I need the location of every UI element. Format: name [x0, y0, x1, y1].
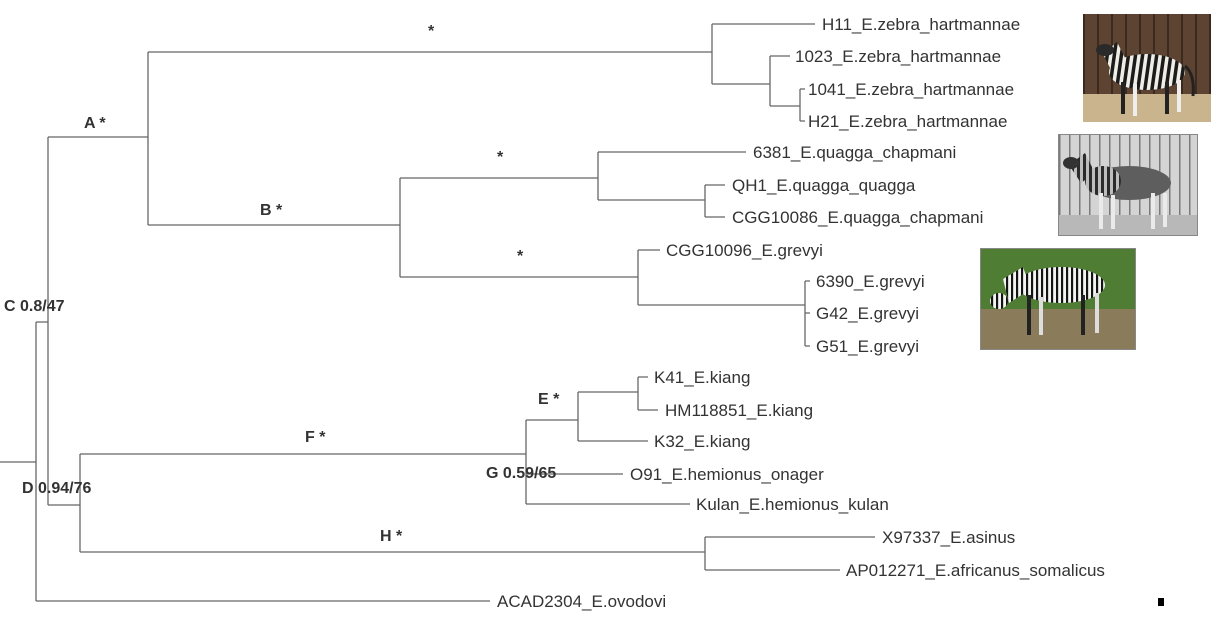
leaf-kulan: Kulan_E.hemionus_kulan — [696, 495, 889, 514]
leaf-1041: 1041_E.zebra_hartmannae — [808, 80, 1014, 99]
node-g-label: G 0.59/65 — [486, 465, 556, 482]
tree-branches — [0, 23, 875, 602]
node-b-label: B * — [260, 202, 283, 219]
node-grevyi-support: * — [517, 248, 524, 265]
node-labels: A * B * C 0.8/47 D 0.94/76 E * F * G 0.5… — [4, 23, 560, 545]
node-f-label: F * — [305, 429, 326, 446]
scale-marker — [1158, 598, 1164, 606]
node-a-label: A * — [84, 115, 106, 132]
leaf-cgg10086: CGG10086_E.quagga_chapmani — [732, 208, 983, 227]
leaf-h11: H11_E.zebra_hartmannae — [822, 15, 1020, 34]
leaf-6390: 6390_E.grevyi — [816, 272, 925, 291]
node-d-label: D 0.94/76 — [22, 480, 91, 497]
node-quagga-support: * — [497, 149, 504, 166]
leaf-k32: K32_E.kiang — [654, 432, 750, 451]
leaf-k41: K41_E.kiang — [654, 368, 750, 387]
leaf-g51: G51_E.grevyi — [816, 337, 919, 356]
leaf-acad2304: ACAD2304_E.ovodovi — [497, 592, 666, 611]
leaf-1023: 1023_E.zebra_hartmannae — [795, 47, 1001, 66]
leaf-o91: O91_E.hemionus_onager — [630, 465, 824, 484]
mountain-zebra-photo — [1083, 14, 1211, 122]
quagga-photo — [1058, 134, 1198, 236]
leaf-ap012271: AP012271_E.africanus_somalicus — [846, 561, 1105, 580]
leaf-cgg10096: CGG10096_E.grevyi — [666, 241, 823, 260]
node-h-label: H * — [380, 528, 403, 545]
node-e-label: E * — [538, 391, 560, 408]
leaf-qh1: QH1_E.quagga_quagga — [732, 176, 916, 195]
leaf-x97337: X97337_E.asinus — [882, 528, 1015, 547]
leaf-6381: 6381_E.quagga_chapmani — [753, 143, 956, 162]
leaf-labels: H11_E.zebra_hartmannae 1023_E.zebra_hart… — [497, 15, 1105, 611]
leaf-h21: H21_E.zebra_hartmannae — [808, 112, 1007, 131]
grevys-zebra-photo — [980, 248, 1136, 350]
node-hartmannae-support: * — [428, 23, 435, 40]
leaf-hm118851: HM118851_E.kiang — [665, 401, 813, 420]
leaf-g42: G42_E.grevyi — [816, 304, 919, 323]
node-c-label: C 0.8/47 — [4, 298, 65, 315]
